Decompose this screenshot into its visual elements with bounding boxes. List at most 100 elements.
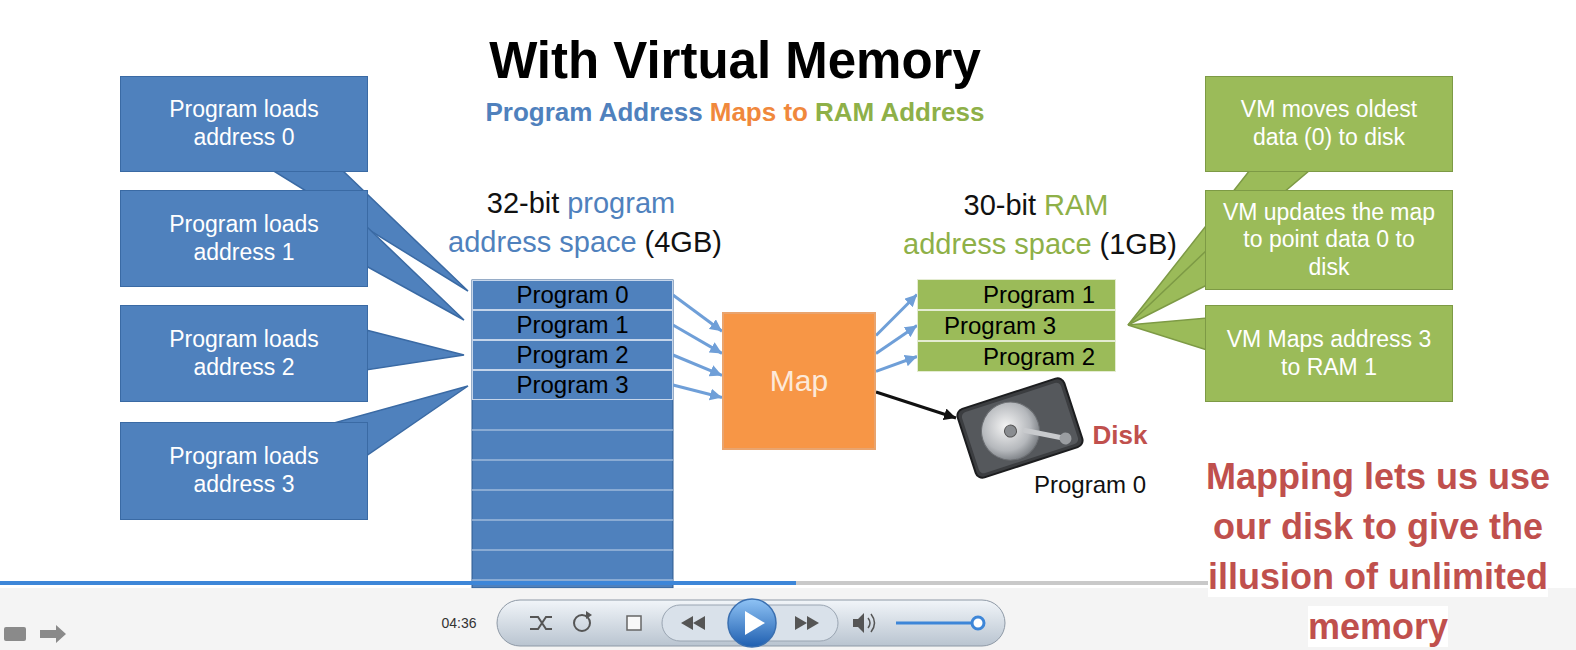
disk-spindle: [1003, 424, 1018, 439]
summary-note-box: Mapping lets us use our disk to give the…: [1193, 452, 1563, 650]
heading-text-box: 32-bit: [487, 186, 560, 221]
progress-played: [0, 581, 796, 585]
player-controls: [497, 600, 1005, 646]
callout-tail: [1128, 250, 1207, 325]
box-text: Program 3: [944, 311, 1056, 340]
program-cell: Program 2: [472, 340, 673, 370]
program-cell: Program 1: [472, 310, 673, 340]
heading-text-box: RAM: [1044, 188, 1108, 223]
cell-divider: [472, 520, 673, 521]
ram-cell: Program 1: [917, 279, 1116, 310]
repeat-button: [586, 611, 592, 619]
subtitle-text-box: Program Address: [485, 97, 702, 128]
address-column: [472, 280, 673, 588]
box-text: Program 1: [516, 311, 628, 339]
subtitle-text-box: Maps to: [710, 97, 808, 128]
ram-cell: Program 2: [917, 341, 1116, 372]
subtitle-text-box: RAM Address: [815, 97, 985, 128]
disk-arm: [1025, 419, 1065, 449]
disk-content-label: Program 0: [1034, 471, 1146, 498]
heading-text: program: [567, 187, 675, 219]
heading-text-box: (4GB): [645, 225, 722, 260]
program-cell: Program 3: [472, 370, 673, 400]
address-callout: Program loads address 2: [120, 305, 368, 402]
stop-button: [627, 616, 641, 630]
play-button: [728, 599, 776, 647]
box-text: VM Maps address 3 to RAM 1: [1220, 326, 1438, 381]
heading-text: 30-bit: [964, 189, 1037, 221]
ram-cell: Program 3: [917, 310, 1116, 341]
map-box: Map: [722, 312, 876, 450]
mapping-arrow: [673, 385, 722, 398]
mapping-arrow: [673, 295, 722, 331]
disk-arrow: [876, 392, 956, 418]
mapping-arrow: [673, 355, 722, 375]
box-text: Program 0: [516, 281, 628, 309]
address-callout: Program loads address 0: [120, 76, 368, 172]
hard-disk-icon: [956, 376, 1085, 479]
disk-case: [956, 376, 1085, 479]
vm-callout: VM updates the map to point data 0 to di…: [1205, 190, 1453, 290]
box-text: Program loads address 1: [135, 211, 353, 266]
next-button: [807, 616, 819, 630]
box-text: Program 2: [983, 342, 1095, 371]
disk-arm-pivot: [1058, 431, 1073, 446]
box-text: VM moves oldest data (0) to disk: [1220, 96, 1438, 151]
heading-text: address space: [448, 226, 637, 258]
previous-button: [681, 616, 693, 630]
cell-divider: [472, 490, 673, 491]
time-display-box: 04:36: [441, 615, 476, 632]
heading-text: (1GB): [1100, 228, 1177, 260]
heading-text-box: address space: [903, 227, 1092, 262]
heading-text-box: program: [567, 186, 675, 221]
box-text: Program 1: [983, 280, 1095, 309]
player-icon: [4, 627, 26, 641]
subtitle-text: Program Address: [485, 97, 702, 127]
next-button: [795, 616, 807, 630]
heading-text: RAM: [1044, 189, 1108, 221]
cell-divider: [472, 430, 673, 431]
program-cell: Program 0: [472, 280, 673, 310]
slide-title: With Virtual Memory: [489, 32, 981, 91]
cell-divider: [472, 460, 673, 461]
heading-text-box: (1GB): [1100, 227, 1177, 262]
box-text: Program loads address 2: [135, 326, 353, 381]
subtitle-text: RAM Address: [815, 97, 985, 127]
vm-callout: VM Maps address 3 to RAM 1: [1205, 305, 1453, 402]
address-callout: Program loads address 3: [120, 422, 368, 520]
heading-text-box: 30-bit: [964, 188, 1037, 223]
heading-text-box: address space: [448, 225, 637, 260]
mapping-arrow: [876, 357, 917, 372]
volume-button: [868, 614, 875, 632]
address-callout: Program loads address 1: [120, 190, 368, 287]
time-display: 04:36: [441, 615, 476, 631]
heading-text: (4GB): [645, 226, 722, 258]
cell-divider: [472, 550, 673, 551]
disk-case-inner: [961, 381, 1080, 474]
summary-note: Mapping lets us use our disk to give the…: [1206, 456, 1550, 647]
callout-tail: [1128, 318, 1207, 350]
cell-divider: [472, 580, 673, 581]
box-text: Program 2: [516, 341, 628, 369]
disk-content-label-box: Program 0: [1034, 471, 1146, 500]
mapping-arrow: [673, 325, 722, 353]
heading-text: address space: [903, 228, 1092, 260]
disk-label-box: Disk: [1093, 420, 1148, 451]
mapping-arrow: [876, 326, 917, 354]
play-button: [745, 611, 765, 635]
heading-text: 32-bit: [487, 187, 560, 219]
box-text: Program loads address 0: [135, 96, 353, 151]
box-text: VM updates the map to point data 0 to di…: [1220, 199, 1438, 282]
address-cell-lines: [472, 430, 673, 580]
volume-button: [853, 613, 864, 633]
shuffle-button: [530, 617, 552, 629]
box-text: Program loads address 3: [135, 443, 353, 498]
vm-callout: VM moves oldest data (0) to disk: [1205, 76, 1453, 172]
player-icon: [40, 625, 66, 643]
disk-label: Disk: [1093, 420, 1148, 450]
box-text: Program 3: [516, 371, 628, 399]
previous-button: [693, 616, 705, 630]
box-text: Map: [770, 363, 828, 399]
volume-knob: [972, 617, 984, 629]
